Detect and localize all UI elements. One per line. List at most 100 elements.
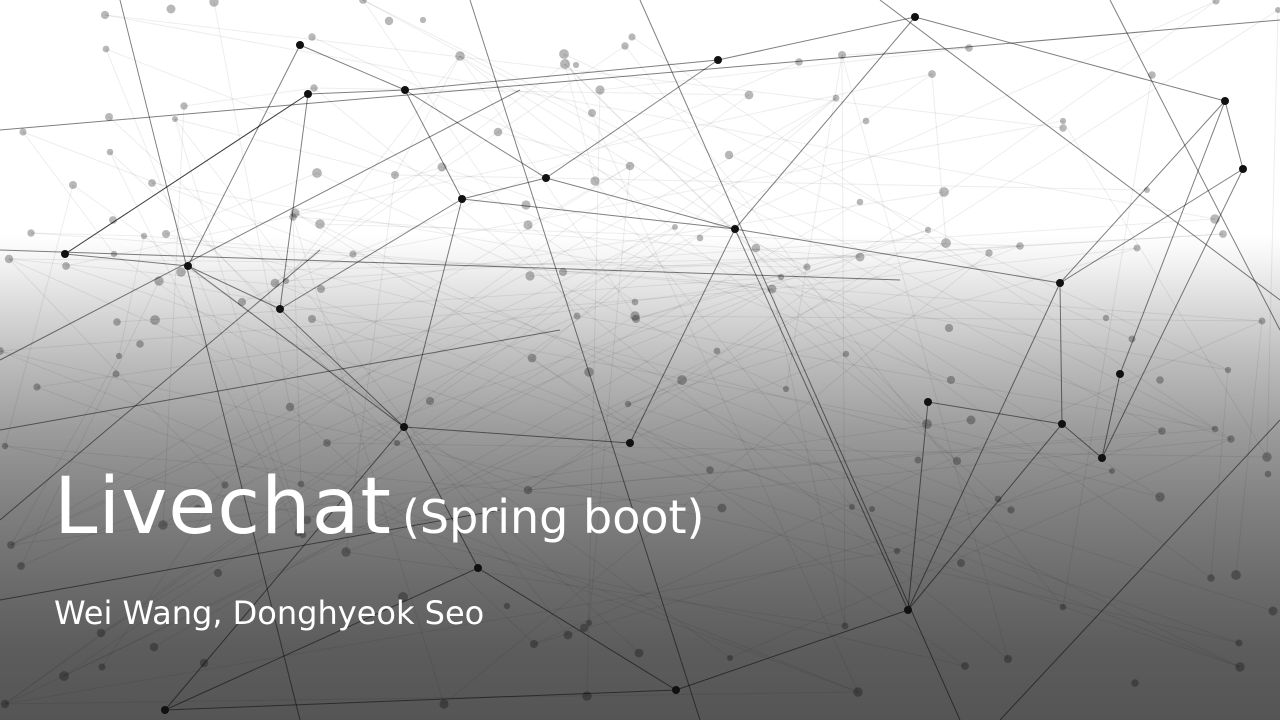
network-faint-node xyxy=(158,520,168,530)
network-faint-edge xyxy=(586,89,601,697)
network-faint-node xyxy=(849,504,855,510)
network-node xyxy=(904,606,912,614)
network-faint-node xyxy=(109,216,117,224)
network-faint-node xyxy=(941,238,951,248)
network-node xyxy=(1116,370,1124,378)
network-faint-edge xyxy=(564,63,782,278)
network-faint-edge xyxy=(20,280,160,567)
network-faint-edge xyxy=(352,120,1064,255)
network-faint-node xyxy=(1007,506,1015,514)
network-faint-edge xyxy=(306,201,861,521)
network-faint-node xyxy=(19,128,27,136)
network-faint-node xyxy=(193,504,203,514)
network-edge xyxy=(1101,168,1244,459)
network-faint-node xyxy=(590,176,600,186)
network-faint-edge xyxy=(274,63,566,284)
network-faint-node xyxy=(529,639,539,649)
network-faint-edge xyxy=(292,216,302,485)
network-faint-node xyxy=(677,375,687,385)
network-faint-node xyxy=(96,628,106,638)
network-faint-edge xyxy=(497,131,631,167)
network-faint-edge xyxy=(896,430,1163,552)
network-edge xyxy=(279,198,463,310)
network-faint-node xyxy=(1224,366,1232,374)
network-faint-edge xyxy=(294,212,711,471)
network-faint-edge xyxy=(174,118,304,536)
network-faint-edge xyxy=(109,151,299,534)
network-faint-node xyxy=(150,315,160,325)
network-faint-edge xyxy=(531,97,837,359)
network-faint-node xyxy=(1235,639,1243,647)
network-node xyxy=(924,398,932,406)
network-faint-node xyxy=(1264,470,1272,478)
network-faint-edge xyxy=(4,445,723,509)
network-faint-node xyxy=(455,51,465,61)
network-edge xyxy=(119,0,301,720)
network-faint-edge xyxy=(1062,120,1268,458)
network-edge xyxy=(164,567,479,711)
network-faint-node xyxy=(803,263,811,271)
network-edge xyxy=(64,253,189,267)
network-faint-node xyxy=(717,503,727,513)
slide-title: Livechat(Spring boot) xyxy=(54,468,704,546)
network-faint-edge xyxy=(0,350,1240,644)
network-edge xyxy=(879,0,1280,301)
network-faint-node xyxy=(994,495,1002,503)
network-faint-node xyxy=(634,648,644,658)
network-faint-node xyxy=(359,0,367,4)
network-faint-edge xyxy=(105,48,304,536)
network-faint-edge xyxy=(294,166,443,214)
network-faint-node xyxy=(270,278,280,288)
network-edge xyxy=(299,44,406,91)
network-faint-node xyxy=(62,262,70,270)
network-faint-edge xyxy=(292,216,861,258)
network-edge xyxy=(734,228,909,611)
network-faint-edge xyxy=(213,1,291,408)
network-faint-node xyxy=(162,230,170,238)
network-faint-node xyxy=(966,415,976,425)
network-faint-node xyxy=(315,219,325,229)
network-faint-node xyxy=(1231,570,1241,580)
network-faint-node xyxy=(302,515,312,525)
network-node xyxy=(184,262,192,270)
network-node xyxy=(731,225,739,233)
network-faint-node xyxy=(853,687,863,697)
network-node xyxy=(1058,420,1066,428)
network-faint-edge xyxy=(527,428,1216,491)
network-faint-node xyxy=(624,400,632,408)
network-faint-edge xyxy=(635,256,861,320)
network-faint-node xyxy=(952,456,962,466)
network-faint-edge xyxy=(297,438,1232,534)
network-faint-node xyxy=(713,347,721,355)
network-faint-node xyxy=(841,622,849,630)
network-faint-node xyxy=(294,529,302,537)
network-faint-node xyxy=(100,10,110,20)
network-faint-edge xyxy=(10,0,1217,546)
network-edge xyxy=(914,16,1226,102)
network-faint-node xyxy=(297,480,305,488)
network-faint-node xyxy=(1155,492,1165,502)
network-faint-edge xyxy=(588,165,631,624)
network-faint-node xyxy=(1059,603,1067,611)
network-faint-node xyxy=(573,312,581,320)
network-faint-node xyxy=(706,466,714,474)
network-faint-node xyxy=(869,506,875,512)
network-faint-node xyxy=(33,383,41,391)
network-edge xyxy=(64,93,309,255)
network-edge xyxy=(404,59,719,91)
network-edge xyxy=(734,16,916,230)
network-faint-edge xyxy=(1062,74,1153,608)
network-faint-node xyxy=(630,311,640,321)
network-edge xyxy=(545,59,719,179)
network-faint-node xyxy=(1258,317,1266,325)
network-edge xyxy=(279,308,405,428)
network-edge xyxy=(1061,423,1103,459)
network-edge xyxy=(307,89,406,95)
network-faint-node xyxy=(856,198,864,206)
network-node xyxy=(458,195,466,203)
network-edge xyxy=(403,426,479,569)
network-faint-node xyxy=(751,243,761,253)
network-faint-node xyxy=(209,0,219,7)
network-faint-edge xyxy=(274,282,1241,668)
network-faint-edge xyxy=(1266,9,1279,458)
